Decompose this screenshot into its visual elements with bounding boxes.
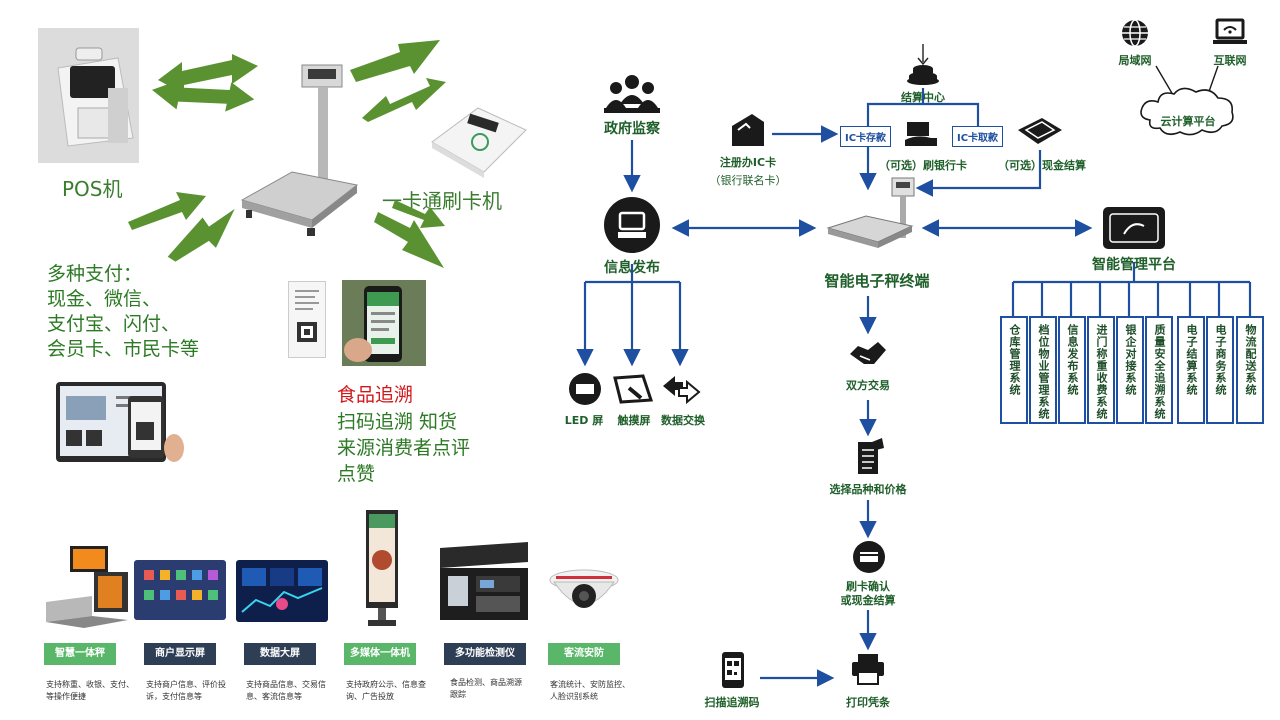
product-desc: 客流统计、安防监控、人脸识别系统	[550, 680, 630, 701]
pos-label: POS机	[62, 177, 123, 201]
terminal-scale-image	[826, 176, 922, 256]
receipt-image	[288, 281, 326, 358]
system-label: 仓库管理系统	[1008, 324, 1021, 396]
payment-line: 多种支付：	[47, 263, 143, 285]
product-tag: 多媒体一体机	[344, 643, 416, 665]
exchange-label: 数据交换	[661, 414, 705, 427]
choose-label: 选择品种和价格	[829, 483, 907, 496]
laptop-wifi-icon	[1212, 18, 1248, 48]
settlement-label: 结算中心	[901, 91, 945, 104]
scale-image	[232, 60, 362, 240]
detector-product-image	[436, 532, 532, 624]
government-people-icon	[604, 74, 660, 114]
system-label: 银企对接系统	[1124, 324, 1137, 396]
system-box: 电子商务系统	[1206, 316, 1234, 424]
data-exchange-icon	[661, 374, 701, 405]
register-card-sub-label: （银行联名卡）	[709, 174, 787, 187]
system-label: 进门称重收费系统	[1095, 324, 1108, 420]
globe-icon	[1120, 18, 1150, 48]
led-label: LED 屏	[564, 414, 604, 427]
cloud-icon	[1140, 65, 1234, 136]
management-platform-icon	[1102, 206, 1166, 250]
bank-card-label: （可选）刷银行卡	[879, 159, 967, 172]
system-box: 档位物业管理系统	[1029, 316, 1057, 424]
pos-machine-image	[38, 28, 139, 163]
print-label: 打印凭条	[846, 696, 890, 709]
product-desc: 支持称重、收银、支付、等操作便捷	[46, 680, 134, 701]
system-label: 物流配送系统	[1244, 324, 1257, 396]
product-tag: 数据大屏	[244, 643, 316, 665]
register-card-label: 注册办IC卡	[719, 156, 777, 169]
security-camera-product-image	[548, 566, 620, 620]
merchant-display-product-image	[134, 560, 226, 620]
mgmt-label: 智能管理平台	[1092, 257, 1176, 273]
info-publish-icon	[603, 196, 661, 254]
system-label: 信息发布系统	[1066, 324, 1079, 396]
system-box: 电子结算系统	[1177, 316, 1205, 424]
cash-label: （可选）现金结算	[998, 159, 1086, 172]
trace-line: 点赞	[337, 463, 376, 485]
system-label: 电子结算系统	[1185, 324, 1198, 396]
system-label: 档位物业管理系统	[1037, 324, 1050, 420]
product-tag: 客流安防	[548, 643, 620, 665]
product-desc: 支持政府公示、信息查询、广告投放	[346, 680, 426, 701]
qr-phone-icon	[716, 652, 750, 688]
touch-label: 触摸屏	[617, 414, 651, 427]
system-box: 质量安全追溯系统	[1145, 316, 1173, 424]
card-swipe-icon	[852, 540, 886, 574]
touch-screen-icon	[613, 374, 654, 404]
phone-image	[342, 280, 426, 366]
system-label: 电子商务系统	[1214, 324, 1227, 396]
trace-line: 扫码追溯 知货	[337, 411, 458, 433]
payment-line: 会员卡、市民卡等	[47, 338, 200, 360]
system-box: 信息发布系统	[1058, 316, 1086, 424]
system-box: 银企对接系统	[1116, 316, 1144, 424]
hand-card-icon	[903, 120, 939, 148]
document-hand-icon	[854, 438, 886, 478]
data-screen-product-image	[236, 560, 328, 622]
cash-icon	[1016, 116, 1064, 146]
smart-scale-product-image	[44, 544, 132, 630]
system-box: 物流配送系统	[1236, 316, 1264, 424]
gov-label: 政府监察	[604, 121, 660, 137]
ic-deposit-box: IC卡存款	[840, 126, 892, 147]
payment-line: 现金、微信、	[47, 288, 162, 310]
product-tag: 多功能检测仪	[444, 643, 526, 665]
product-desc: 食品检测、商品溯源跟踪	[450, 678, 522, 699]
card-terminal-icon	[728, 112, 768, 148]
internet-label: 互联网	[1213, 54, 1247, 67]
product-desc: 支持商品信息、交易信息、客流信息等	[246, 680, 326, 701]
system-label: 质量安全追溯系统	[1153, 324, 1166, 420]
info-label: 信息发布	[604, 260, 660, 276]
swipe2-label: 或现金结算	[840, 594, 896, 607]
payment-methods-text: 多种支付： 现金、微信、 支付宝、闪付、 会员卡、市民卡等	[47, 262, 199, 362]
coins-icon	[906, 64, 940, 86]
multimedia-kiosk-product-image	[362, 508, 402, 628]
scan-label: 扫描追溯码	[704, 696, 760, 709]
system-box: 进门称重收费系统	[1087, 316, 1115, 424]
product-tag: 智慧一体秤	[44, 643, 116, 665]
lan-label: 局域网	[1118, 54, 1152, 67]
printer-icon	[850, 652, 886, 686]
cloud-label: 云计算平台	[1160, 115, 1216, 128]
swipe-label: 刷卡确认	[846, 580, 890, 593]
system-box: 仓库管理系统	[1000, 316, 1028, 424]
ic-withdraw-box: IC卡取款	[952, 126, 1004, 147]
trace-line: 来源消费者点评	[337, 437, 471, 459]
trace-title: 食品追溯	[337, 384, 414, 406]
handshake-icon	[848, 334, 888, 370]
terminal-label: 智能电子秤终端	[824, 272, 930, 290]
trade-label: 双方交易	[846, 379, 890, 392]
product-desc: 支持商户信息、评价投诉，支付信息等	[146, 680, 226, 701]
product-tag: 商户显示屏	[144, 643, 216, 665]
tablet-image	[56, 382, 184, 464]
payment-line: 支付宝、闪付、	[47, 313, 181, 335]
card-reader-image	[428, 100, 528, 178]
led-screen-icon	[566, 372, 604, 406]
